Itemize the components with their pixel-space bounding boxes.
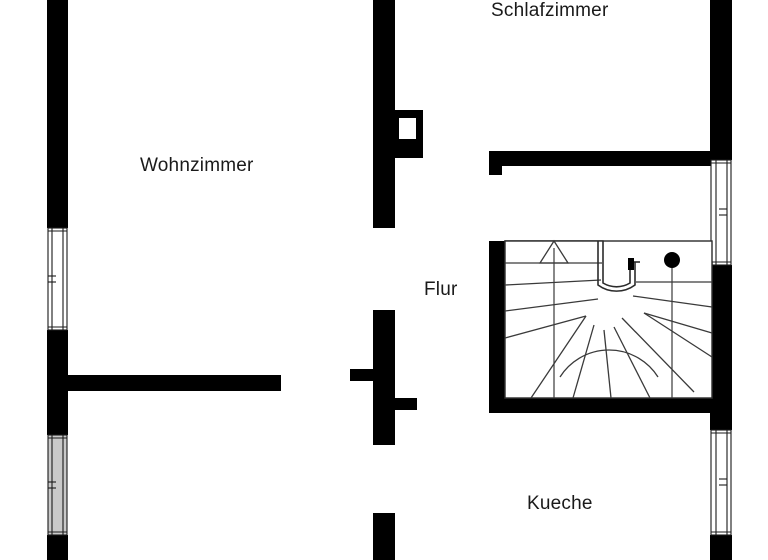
window-right-upper — [710, 159, 732, 266]
wall-exterior-left-middle — [47, 330, 68, 435]
stair-rail-end-block — [628, 258, 634, 270]
wall-interior-central-middle — [373, 310, 395, 445]
walls-group — [47, 0, 732, 560]
wall-stairwell-bottom — [489, 398, 719, 413]
wall-exterior-right-lower — [710, 535, 732, 560]
window-left-upper — [47, 227, 68, 331]
wall-exterior-left-lower — [47, 535, 68, 560]
wall-interior-central-lower — [373, 513, 395, 560]
wall-stub-door-jamb-right — [394, 398, 417, 410]
stair-newel-dot-icon — [664, 252, 680, 398]
room-label-kueche: Kueche — [527, 493, 593, 514]
stair-treads-left — [504, 262, 602, 339]
stair-inner-stringer — [602, 241, 631, 288]
window-right-lower — [710, 429, 732, 536]
stair-direction-arrow-icon — [538, 239, 570, 398]
room-label-wohnzimmer: Wohnzimmer — [140, 155, 254, 176]
wall-exterior-right-upper — [710, 0, 732, 160]
wall-interior-central-upper — [373, 0, 395, 228]
wall-stub-stairwell-bottom-left — [489, 398, 505, 413]
window-left-lower — [47, 434, 68, 536]
stair-treads-winder — [530, 312, 713, 399]
windows-group — [47, 159, 732, 536]
room-label-flur: Flur — [424, 279, 458, 300]
wall-interior-wohnzimmer-divider — [62, 375, 281, 391]
wall-interior-schlafzimmer-bottom — [489, 151, 727, 166]
room-label-schlafzimmer: Schlafzimmer — [491, 0, 609, 21]
stair-inner-stringer-offset — [597, 241, 636, 292]
wall-exterior-right-middle — [710, 265, 732, 430]
wall-stairwell-left — [489, 241, 505, 406]
wall-stub-door-jamb-left — [350, 369, 374, 381]
chimney-flue-void — [399, 118, 416, 139]
wall-exterior-left-upper — [47, 0, 68, 228]
staircase — [504, 239, 713, 399]
wall-stub-schlafzimmer-bottom-left — [489, 151, 502, 175]
